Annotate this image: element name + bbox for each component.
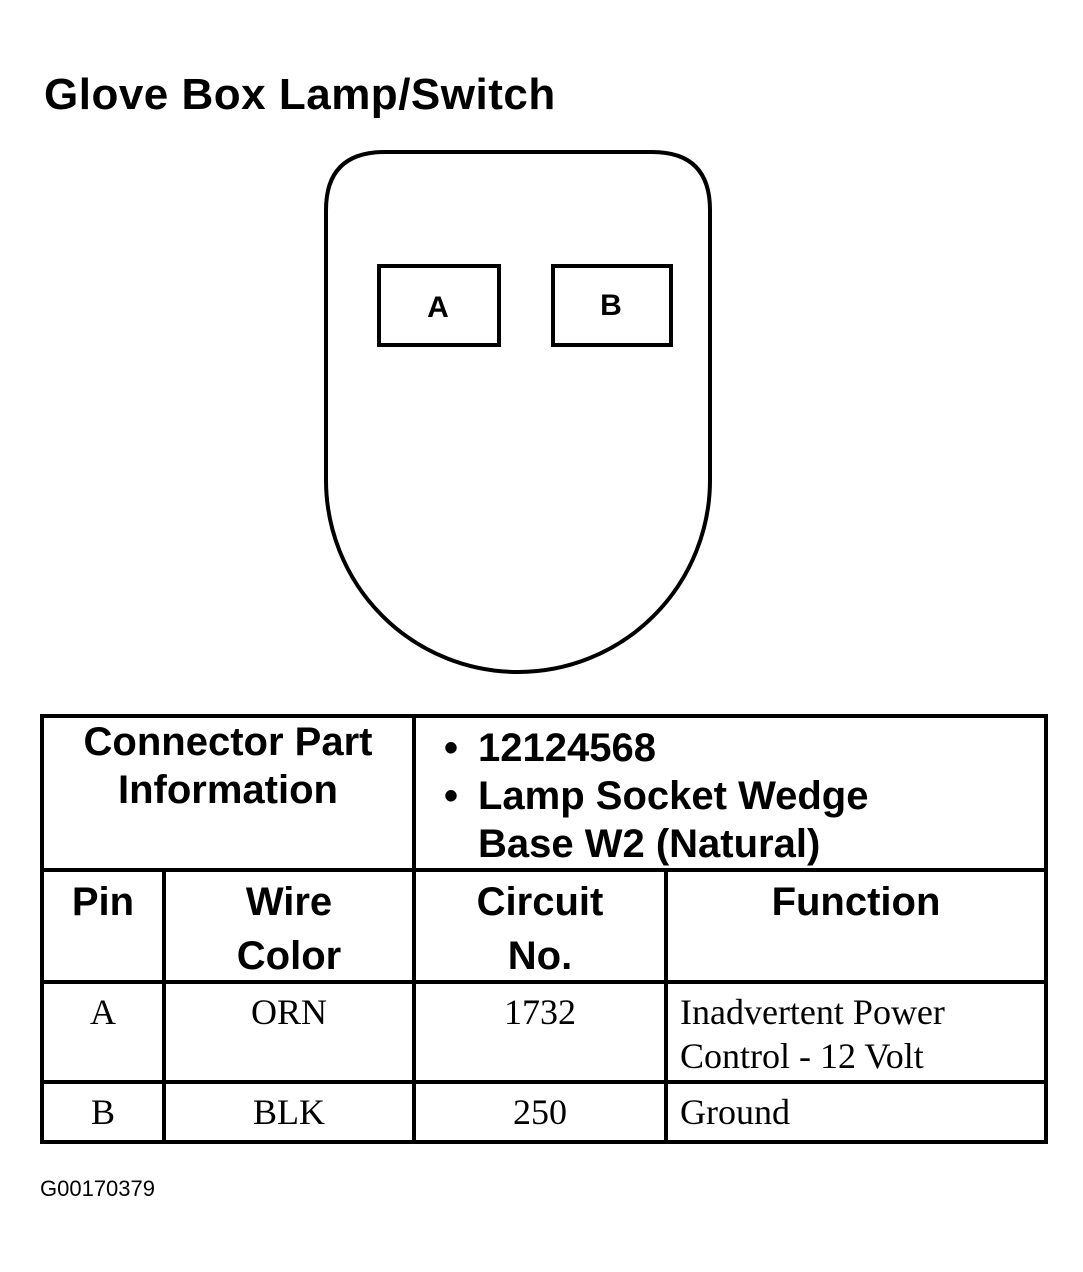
column-header-circuit-no: Circuit No. (412, 868, 668, 984)
column-header-wire-color: Wire Color (162, 868, 416, 984)
cell-function: Ground (664, 1080, 1048, 1144)
part-info-label-cell: Connector Part Information (40, 714, 416, 872)
cell-circuit: 250 (412, 1080, 668, 1144)
connector-outline (324, 150, 712, 674)
figure-id: G00170379 (40, 1176, 155, 1201)
part-info-row: Connector Part Information • 12124568 • … (40, 714, 1048, 872)
cell-pin: A (40, 980, 166, 1084)
part-description-item: • Lamp Socket Wedge Base W2 (Natural) (444, 772, 1044, 868)
diagram-title: Glove Box Lamp/Switch (44, 70, 556, 119)
cell-wire-color: ORN (162, 980, 416, 1084)
part-info-values-cell: • 12124568 • Lamp Socket Wedge Base W2 (… (412, 714, 1048, 872)
cell-function: Inadvertent Power Control - 12 Volt (664, 980, 1048, 1084)
part-info-label-line: Information (118, 768, 338, 812)
part-description-line: Lamp Socket Wedge (478, 774, 869, 818)
part-description-line: Base W2 (Natural) (478, 822, 821, 866)
column-header-function: Function (664, 868, 1048, 984)
cell-wire-color: BLK (162, 1080, 416, 1144)
cell-pin: B (40, 1080, 166, 1144)
pin-label-b: B (600, 289, 622, 322)
connector-face-diagram: A B (324, 150, 712, 674)
pin-label-a: A (427, 291, 449, 324)
bullet-icon: • (444, 774, 459, 818)
pin-cavity-a (377, 264, 501, 347)
table-row: A ORN 1732 Inadvertent Power Control - 1… (40, 980, 1048, 1084)
part-info-label-line: Connector Part (83, 720, 373, 764)
connector-info-table: Connector Part Information • 12124568 • … (40, 714, 1048, 1144)
part-number: 12124568 (478, 726, 656, 770)
cell-circuit: 1732 (412, 980, 668, 1084)
table-row: B BLK 250 Ground (40, 1080, 1048, 1144)
column-header-row: Pin Wire Color Circuit No. Function (40, 868, 1048, 984)
column-header-pin: Pin (40, 868, 166, 984)
part-number-item: • 12124568 (444, 724, 1044, 772)
bullet-icon: • (444, 726, 459, 770)
pin-cavity-b (551, 264, 673, 347)
